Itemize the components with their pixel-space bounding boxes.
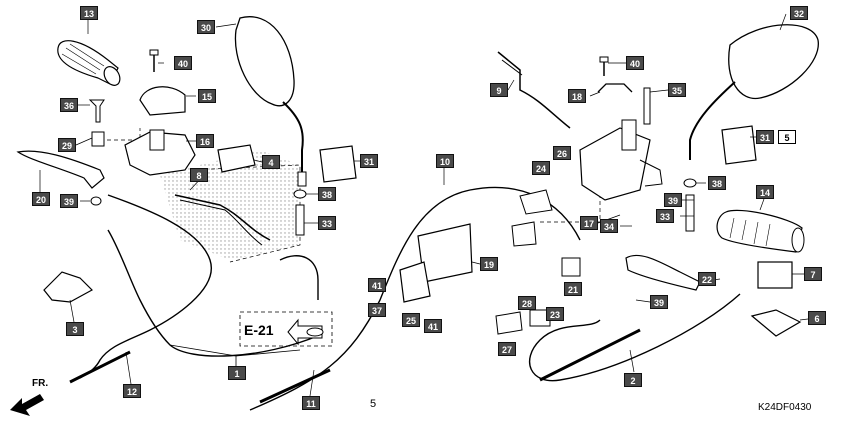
callout-14: 14 [756, 185, 774, 199]
callout-39-right: 39 [664, 193, 682, 207]
right-lever [625, 254, 701, 291]
callout-8: 8 [190, 168, 208, 182]
callout-4: 4 [262, 155, 280, 169]
callout-25: 25 [402, 313, 420, 327]
callout-5-plain: 5 [370, 398, 377, 410]
callout-24: 24 [532, 161, 550, 175]
reference-label: E-21 [244, 322, 274, 338]
callout-37: 37 [368, 303, 386, 317]
callout-21: 21 [564, 282, 582, 296]
callout-12: 12 [123, 384, 141, 398]
direction-label: FR. [32, 378, 49, 389]
callout-17: 17 [580, 216, 598, 230]
callout-1: 1 [228, 366, 246, 380]
callout-5: 5 [778, 130, 796, 144]
callout-13: 13 [80, 6, 98, 20]
callout-39-lower: 39 [650, 295, 668, 309]
callout-20: 20 [32, 192, 50, 206]
callout-40: 40 [174, 56, 192, 70]
right-switch-housing [579, 119, 663, 201]
bolt-40-left [149, 49, 159, 72]
callout-33-right: 33 [656, 209, 674, 223]
callout-28: 28 [518, 296, 536, 310]
callout-11: 11 [302, 396, 320, 410]
callout-6: 6 [808, 311, 826, 325]
callout-26: 26 [553, 146, 571, 160]
callout-10: 10 [436, 154, 454, 168]
callout-7: 7 [804, 267, 822, 281]
callout-36: 36 [60, 98, 78, 112]
callout-31-right: 31 [756, 130, 774, 144]
callout-23: 23 [546, 307, 564, 321]
callout-31: 31 [360, 154, 378, 168]
callout-19: 19 [480, 257, 498, 271]
right-grip [716, 209, 805, 253]
callout-9: 9 [490, 83, 508, 97]
callout-34: 34 [600, 219, 618, 233]
left-mirror [234, 16, 307, 187]
callout-15: 15 [198, 89, 216, 103]
callout-29: 29 [58, 138, 76, 152]
front-arrow-icon [10, 394, 44, 416]
right-mirror [689, 24, 819, 160]
callout-38: 38 [318, 187, 336, 201]
callout-38-right: 38 [708, 176, 726, 190]
callout-35: 35 [668, 83, 686, 97]
housing-cover [139, 86, 186, 116]
callout-41-lower: 41 [424, 319, 442, 333]
callout-22: 22 [698, 272, 716, 286]
callout-33: 33 [318, 216, 336, 230]
callout-18: 18 [568, 89, 586, 103]
callout-27: 27 [498, 342, 516, 356]
callout-2: 2 [624, 373, 642, 387]
callout-3: 3 [66, 322, 84, 336]
callout-41: 41 [368, 278, 386, 292]
callout-16: 16 [196, 134, 214, 148]
left-lever [16, 150, 105, 189]
callout-32: 32 [790, 6, 808, 20]
figure-code: K24DF0430 [758, 402, 812, 413]
callout-39: 39 [60, 194, 78, 208]
left-grip [57, 40, 121, 86]
callout-30: 30 [197, 20, 215, 34]
callout-40-right: 40 [626, 56, 644, 70]
